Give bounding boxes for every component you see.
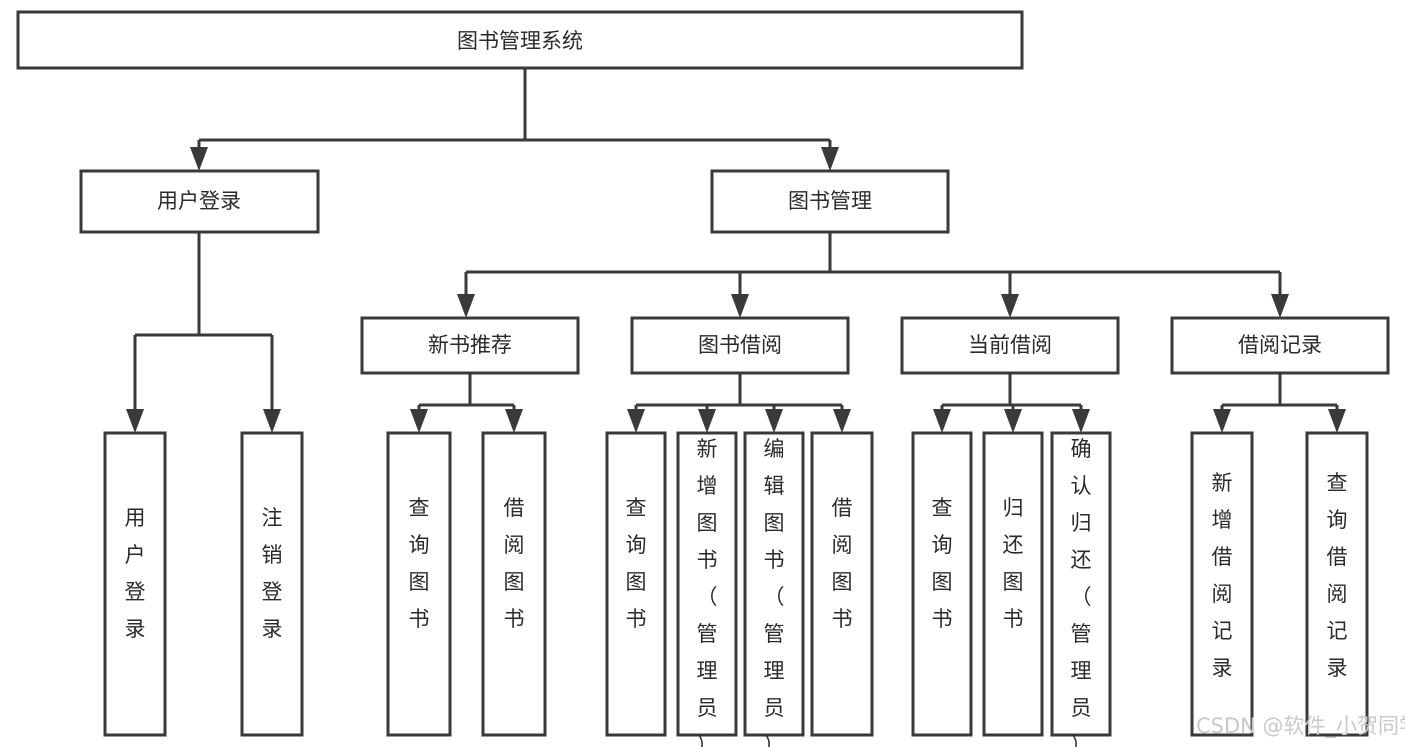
node-borrow[interactable]: 图书借阅	[630, 316, 850, 375]
node-leaf-add-record-label: 新增借阅记录	[1212, 471, 1233, 680]
node-current[interactable]: 当前借阅	[900, 316, 1120, 375]
node-leaf-confirm-return-box[interactable]	[1050, 431, 1112, 737]
node-leaf-add-record-box[interactable]	[1190, 431, 1254, 737]
arrow-to-leaf-return-book	[1004, 409, 1022, 433]
node-records-label: 借阅记录	[1238, 333, 1322, 357]
node-leaf-return-book-label: 归还图书	[1003, 496, 1024, 631]
node-login-box[interactable]	[79, 169, 320, 234]
arrow-to-leaf-query-book-2	[627, 409, 645, 433]
arrow-to-newbook	[457, 294, 475, 318]
node-leaf-user-logout-label: 注销登录	[262, 506, 283, 641]
node-bookmgmt-box[interactable]	[710, 169, 950, 234]
node-root-box[interactable]	[16, 10, 1024, 70]
node-leaf-query-record-label: 查询借阅记录	[1327, 471, 1348, 680]
arrow-to-leaf-borrow-book-2	[833, 409, 851, 433]
node-leaf-user-login-box[interactable]	[103, 431, 167, 737]
arrow-to-leaf-edit-book	[765, 409, 783, 433]
node-leaf-query-book-2-label: 查询图书	[626, 496, 647, 631]
node-leaf-add-record[interactable]: 新增借阅记录	[1190, 431, 1254, 737]
node-records[interactable]: 借阅记录	[1170, 316, 1390, 375]
node-leaf-user-logout-box[interactable]	[240, 431, 304, 737]
node-leaf-query-record-box[interactable]	[1305, 431, 1369, 737]
arrow-to-records	[1271, 294, 1289, 318]
node-newbook-label: 新书推荐	[428, 333, 512, 357]
arrow-to-bookmgmt	[821, 147, 839, 171]
node-records-box[interactable]	[1170, 316, 1390, 375]
node-leaf-query-book-1-box[interactable]	[386, 431, 452, 737]
node-leaf-query-record[interactable]: 查询借阅记录	[1305, 431, 1369, 737]
arrow-to-login	[190, 147, 208, 171]
node-login[interactable]: 用户登录	[79, 169, 320, 234]
node-leaf-add-book-box[interactable]	[676, 431, 738, 737]
node-leaf-query-book-1-label: 查询图书	[409, 496, 430, 631]
node-bookmgmt[interactable]: 图书管理	[710, 169, 950, 234]
node-leaf-query-book-3-box[interactable]	[911, 431, 973, 737]
node-root[interactable]: 图书管理系统	[16, 10, 1024, 70]
arrow-to-leaf-query-record	[1328, 409, 1346, 433]
node-leaf-borrow-book-1-box[interactable]	[481, 431, 547, 737]
node-leaf-query-book-1[interactable]: 查询图书	[386, 431, 452, 737]
node-root-label: 图书管理系统	[457, 29, 583, 53]
arrow-to-leaf-query-book-3	[933, 409, 951, 433]
node-leaf-query-book-3-label: 查询图书	[932, 496, 953, 631]
node-newbook[interactable]: 新书推荐	[360, 316, 580, 375]
node-leaf-query-book-3[interactable]: 查询图书	[911, 431, 973, 737]
node-leaf-confirm-return-label: 确认归还（管理员）	[1071, 437, 1092, 747]
node-leaf-edit-book[interactable]: 编辑图书（管理员）	[743, 431, 805, 747]
node-leaf-query-book-2[interactable]: 查询图书	[605, 431, 667, 737]
node-leaf-user-login-label: 用户登录	[125, 506, 146, 641]
node-leaf-add-book-label: 新增图书（管理员）	[697, 437, 718, 747]
node-current-box[interactable]	[900, 316, 1120, 375]
node-leaf-borrow-book-1[interactable]: 借阅图书	[481, 431, 547, 737]
node-leaf-query-book-2-box[interactable]	[605, 431, 667, 737]
node-borrow-box[interactable]	[630, 316, 850, 375]
arrow-to-leaf-user-login	[126, 409, 144, 433]
arrow-to-leaf-add-book	[698, 409, 716, 433]
node-leaf-borrow-book-2-label: 借阅图书	[832, 496, 853, 631]
node-leaf-borrow-book-2-box[interactable]	[810, 431, 874, 737]
arrow-to-leaf-borrow-book-1	[505, 409, 523, 433]
node-login-label: 用户登录	[157, 189, 241, 213]
node-leaf-edit-book-label: 编辑图书（管理员）	[764, 437, 785, 747]
node-leaf-user-login[interactable]: 用户登录	[103, 431, 167, 737]
arrow-to-current	[1001, 294, 1019, 318]
node-leaf-confirm-return[interactable]: 确认归还（管理员）	[1050, 431, 1112, 747]
node-leaf-borrow-book-2[interactable]: 借阅图书	[810, 431, 874, 737]
arrow-to-borrow	[731, 294, 749, 318]
node-newbook-box[interactable]	[360, 316, 580, 375]
node-leaf-borrow-book-1-label: 借阅图书	[504, 496, 525, 631]
node-leaf-edit-book-box[interactable]	[743, 431, 805, 737]
node-current-label: 当前借阅	[968, 333, 1052, 357]
node-leaf-user-logout[interactable]: 注销登录	[240, 431, 304, 737]
node-leaf-return-book-box[interactable]	[982, 431, 1044, 737]
arrow-to-leaf-confirm-return	[1072, 409, 1090, 433]
node-leaf-return-book[interactable]: 归还图书	[982, 431, 1044, 737]
node-leaf-add-book[interactable]: 新增图书（管理员）	[676, 431, 738, 747]
arrow-to-leaf-query-book-1	[410, 409, 428, 433]
connector-layer	[126, 68, 1346, 433]
csdn-watermark: CSDN @软件_小贺同学	[1196, 714, 1405, 739]
arrow-to-leaf-user-logout	[263, 409, 281, 433]
node-borrow-label: 图书借阅	[698, 333, 782, 357]
node-bookmgmt-label: 图书管理	[788, 189, 872, 213]
arrow-to-leaf-add-record	[1213, 409, 1231, 433]
